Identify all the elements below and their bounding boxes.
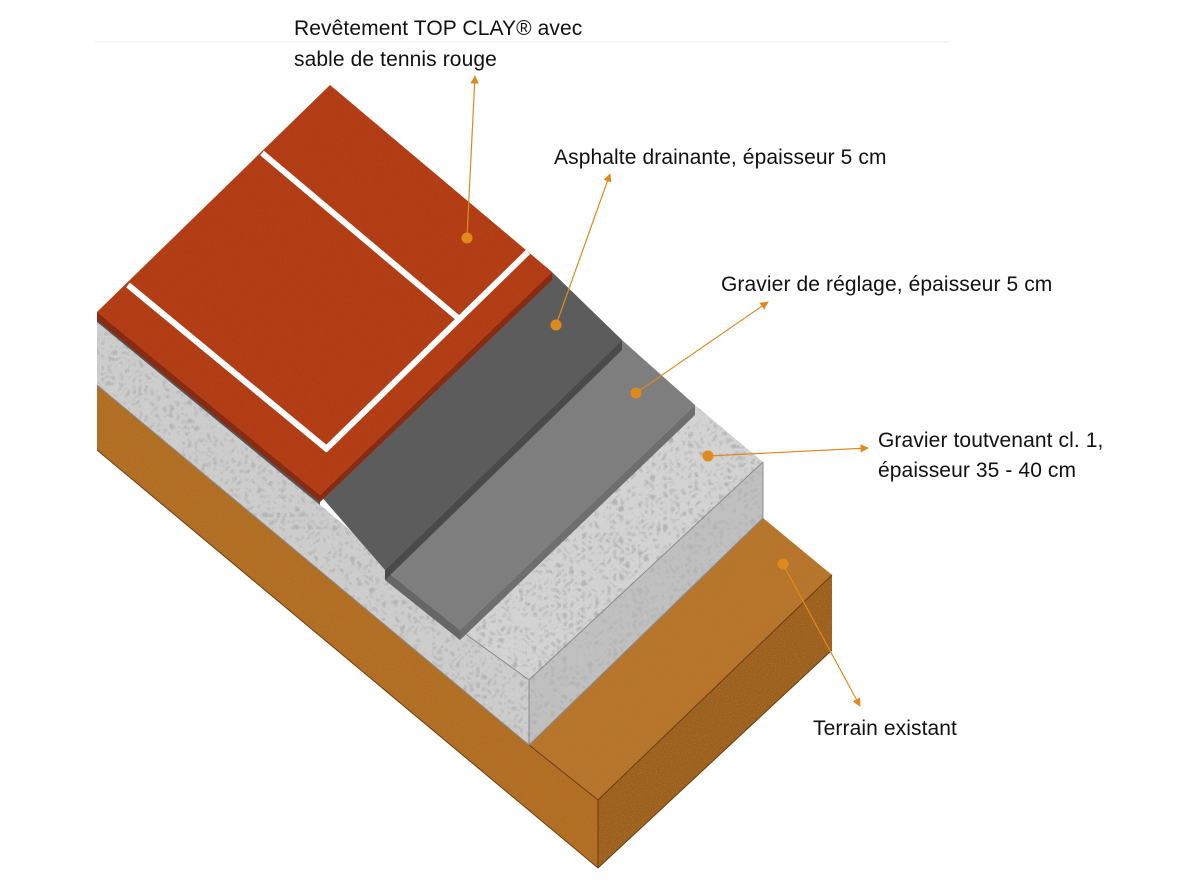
fine-gravel-layer <box>385 340 695 640</box>
fine-gravel-left-face <box>385 570 460 640</box>
leader-soil <box>777 558 861 707</box>
leader-coarse-gravel <box>702 444 869 462</box>
leader-clay <box>461 75 479 244</box>
court-line-center <box>322 249 531 453</box>
fine-gravel-right-face <box>460 405 695 640</box>
label-soil: Terrain existant <box>813 717 957 740</box>
clay-edge <box>97 312 320 502</box>
coarse-gravel-layer <box>96 318 764 746</box>
label-fine-gravel: Gravier de réglage, épaisseur 5 cm <box>721 273 1053 296</box>
marker-dot-fine-gravel <box>630 387 642 399</box>
soil-left-face <box>97 385 598 868</box>
soil-right-face <box>598 575 832 868</box>
marker-dot-coarse-gravel <box>702 450 714 462</box>
soil-layer <box>96 385 833 869</box>
label-coarse-gravel-line2: épaisseur 35 - 40 cm <box>878 459 1077 482</box>
label-clay-line2: sable de tennis rouge <box>294 48 497 71</box>
court-line-baseline <box>260 150 460 321</box>
clay-edge-right <box>320 272 552 502</box>
asphalt-top-face <box>320 272 622 570</box>
coarse-gravel-top-face <box>460 405 763 680</box>
marker-dot-soil <box>777 558 789 570</box>
leader-asphalt <box>550 173 612 331</box>
coarse-gravel-left-face <box>97 318 529 745</box>
asphalt-right-face <box>385 340 622 580</box>
court-line-service <box>126 282 330 453</box>
soil-top-face <box>529 518 832 800</box>
clay-top-face <box>97 85 552 495</box>
clay-layer <box>97 85 552 502</box>
fine-gravel-top-face <box>385 340 695 630</box>
marker-dot-asphalt <box>550 319 562 331</box>
label-asphalt: Asphalte drainante, épaisseur 5 cm <box>554 146 887 169</box>
leader-fine-gravel <box>630 301 769 399</box>
marker-dot-clay <box>461 232 473 244</box>
coarse-gravel-right-face <box>529 462 763 745</box>
label-clay-line1: Revêtement TOP CLAY® avec <box>294 17 583 40</box>
label-coarse-gravel-line1: Gravier toutvenant cl. 1, <box>878 429 1104 452</box>
